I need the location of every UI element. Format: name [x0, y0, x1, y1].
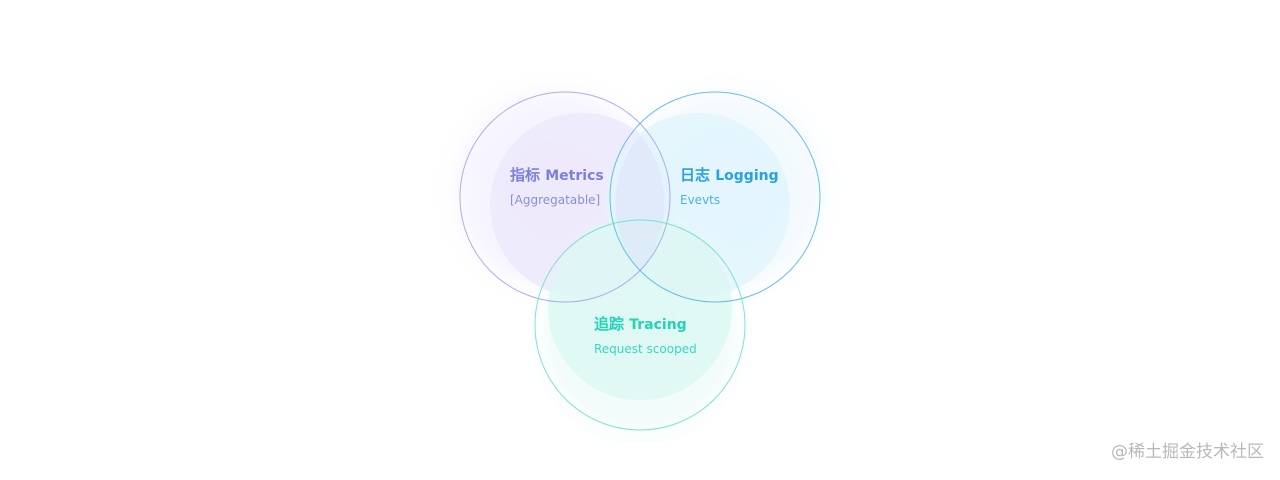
metrics-ring [459, 91, 671, 303]
logging-label: 日志 Logging Evevts [680, 165, 779, 208]
logging-title: 日志 Logging [680, 165, 779, 186]
logging-subtitle: Evevts [680, 193, 721, 207]
logging-ring [609, 91, 821, 303]
tracing-title: 追踪 Tracing [594, 314, 697, 335]
tracing-title-en: Tracing [629, 317, 687, 333]
tracing-circle-fill [548, 216, 732, 400]
tracing-ring [534, 219, 746, 431]
metrics-title: 指标 Metrics [510, 165, 604, 186]
tracing-title-zh: 追踪 [594, 315, 625, 333]
metrics-subtitle: [Aggregatable] [510, 193, 601, 207]
metrics-title-en: Metrics [545, 168, 604, 184]
logging-title-zh: 日志 [680, 166, 711, 184]
watermark: @稀土掘金技术社区 [1111, 442, 1264, 462]
metrics-logging-overlap [615, 135, 665, 272]
metrics-label: 指标 Metrics [Aggregatable] [510, 165, 604, 208]
tracing-label: 追踪 Tracing Request scooped [594, 314, 697, 357]
metrics-title-zh: 指标 [510, 166, 541, 184]
logging-title-en: Logging [715, 168, 779, 184]
tracing-subtitle: Request scooped [594, 342, 697, 356]
